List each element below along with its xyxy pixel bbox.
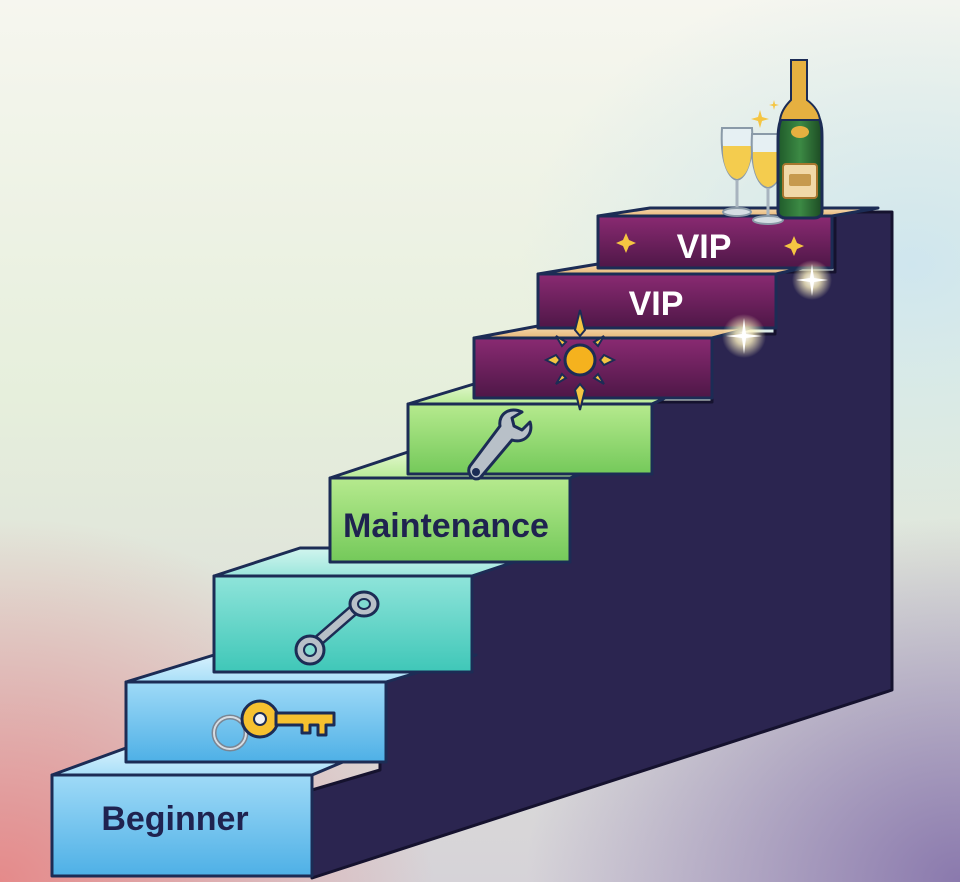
key-icon xyxy=(211,699,336,752)
bottle-opener-icon xyxy=(294,590,380,666)
small-sparkle-icon xyxy=(751,110,769,128)
sparkle-flare-icon xyxy=(796,264,828,296)
small-sparkle-icon xyxy=(616,233,636,253)
small-sparkle-icon xyxy=(784,236,804,256)
champagne-glass-icon xyxy=(750,133,786,225)
wrench-icon xyxy=(467,408,533,481)
sparkle-flare-icon xyxy=(726,318,762,354)
step-label-vip-lower: VIP xyxy=(629,285,684,323)
champagne-glass-icon xyxy=(720,127,754,217)
champagne-icon xyxy=(720,59,824,225)
small-sparkle-icon xyxy=(769,100,779,110)
sparkle-sun-icon xyxy=(543,309,617,411)
step-label-maintenance: Maintenance xyxy=(343,507,549,545)
step-label-vip-top: VIP xyxy=(677,228,732,266)
step-label-beginner: Beginner xyxy=(101,800,248,838)
champagne-bottle-icon xyxy=(776,59,824,220)
